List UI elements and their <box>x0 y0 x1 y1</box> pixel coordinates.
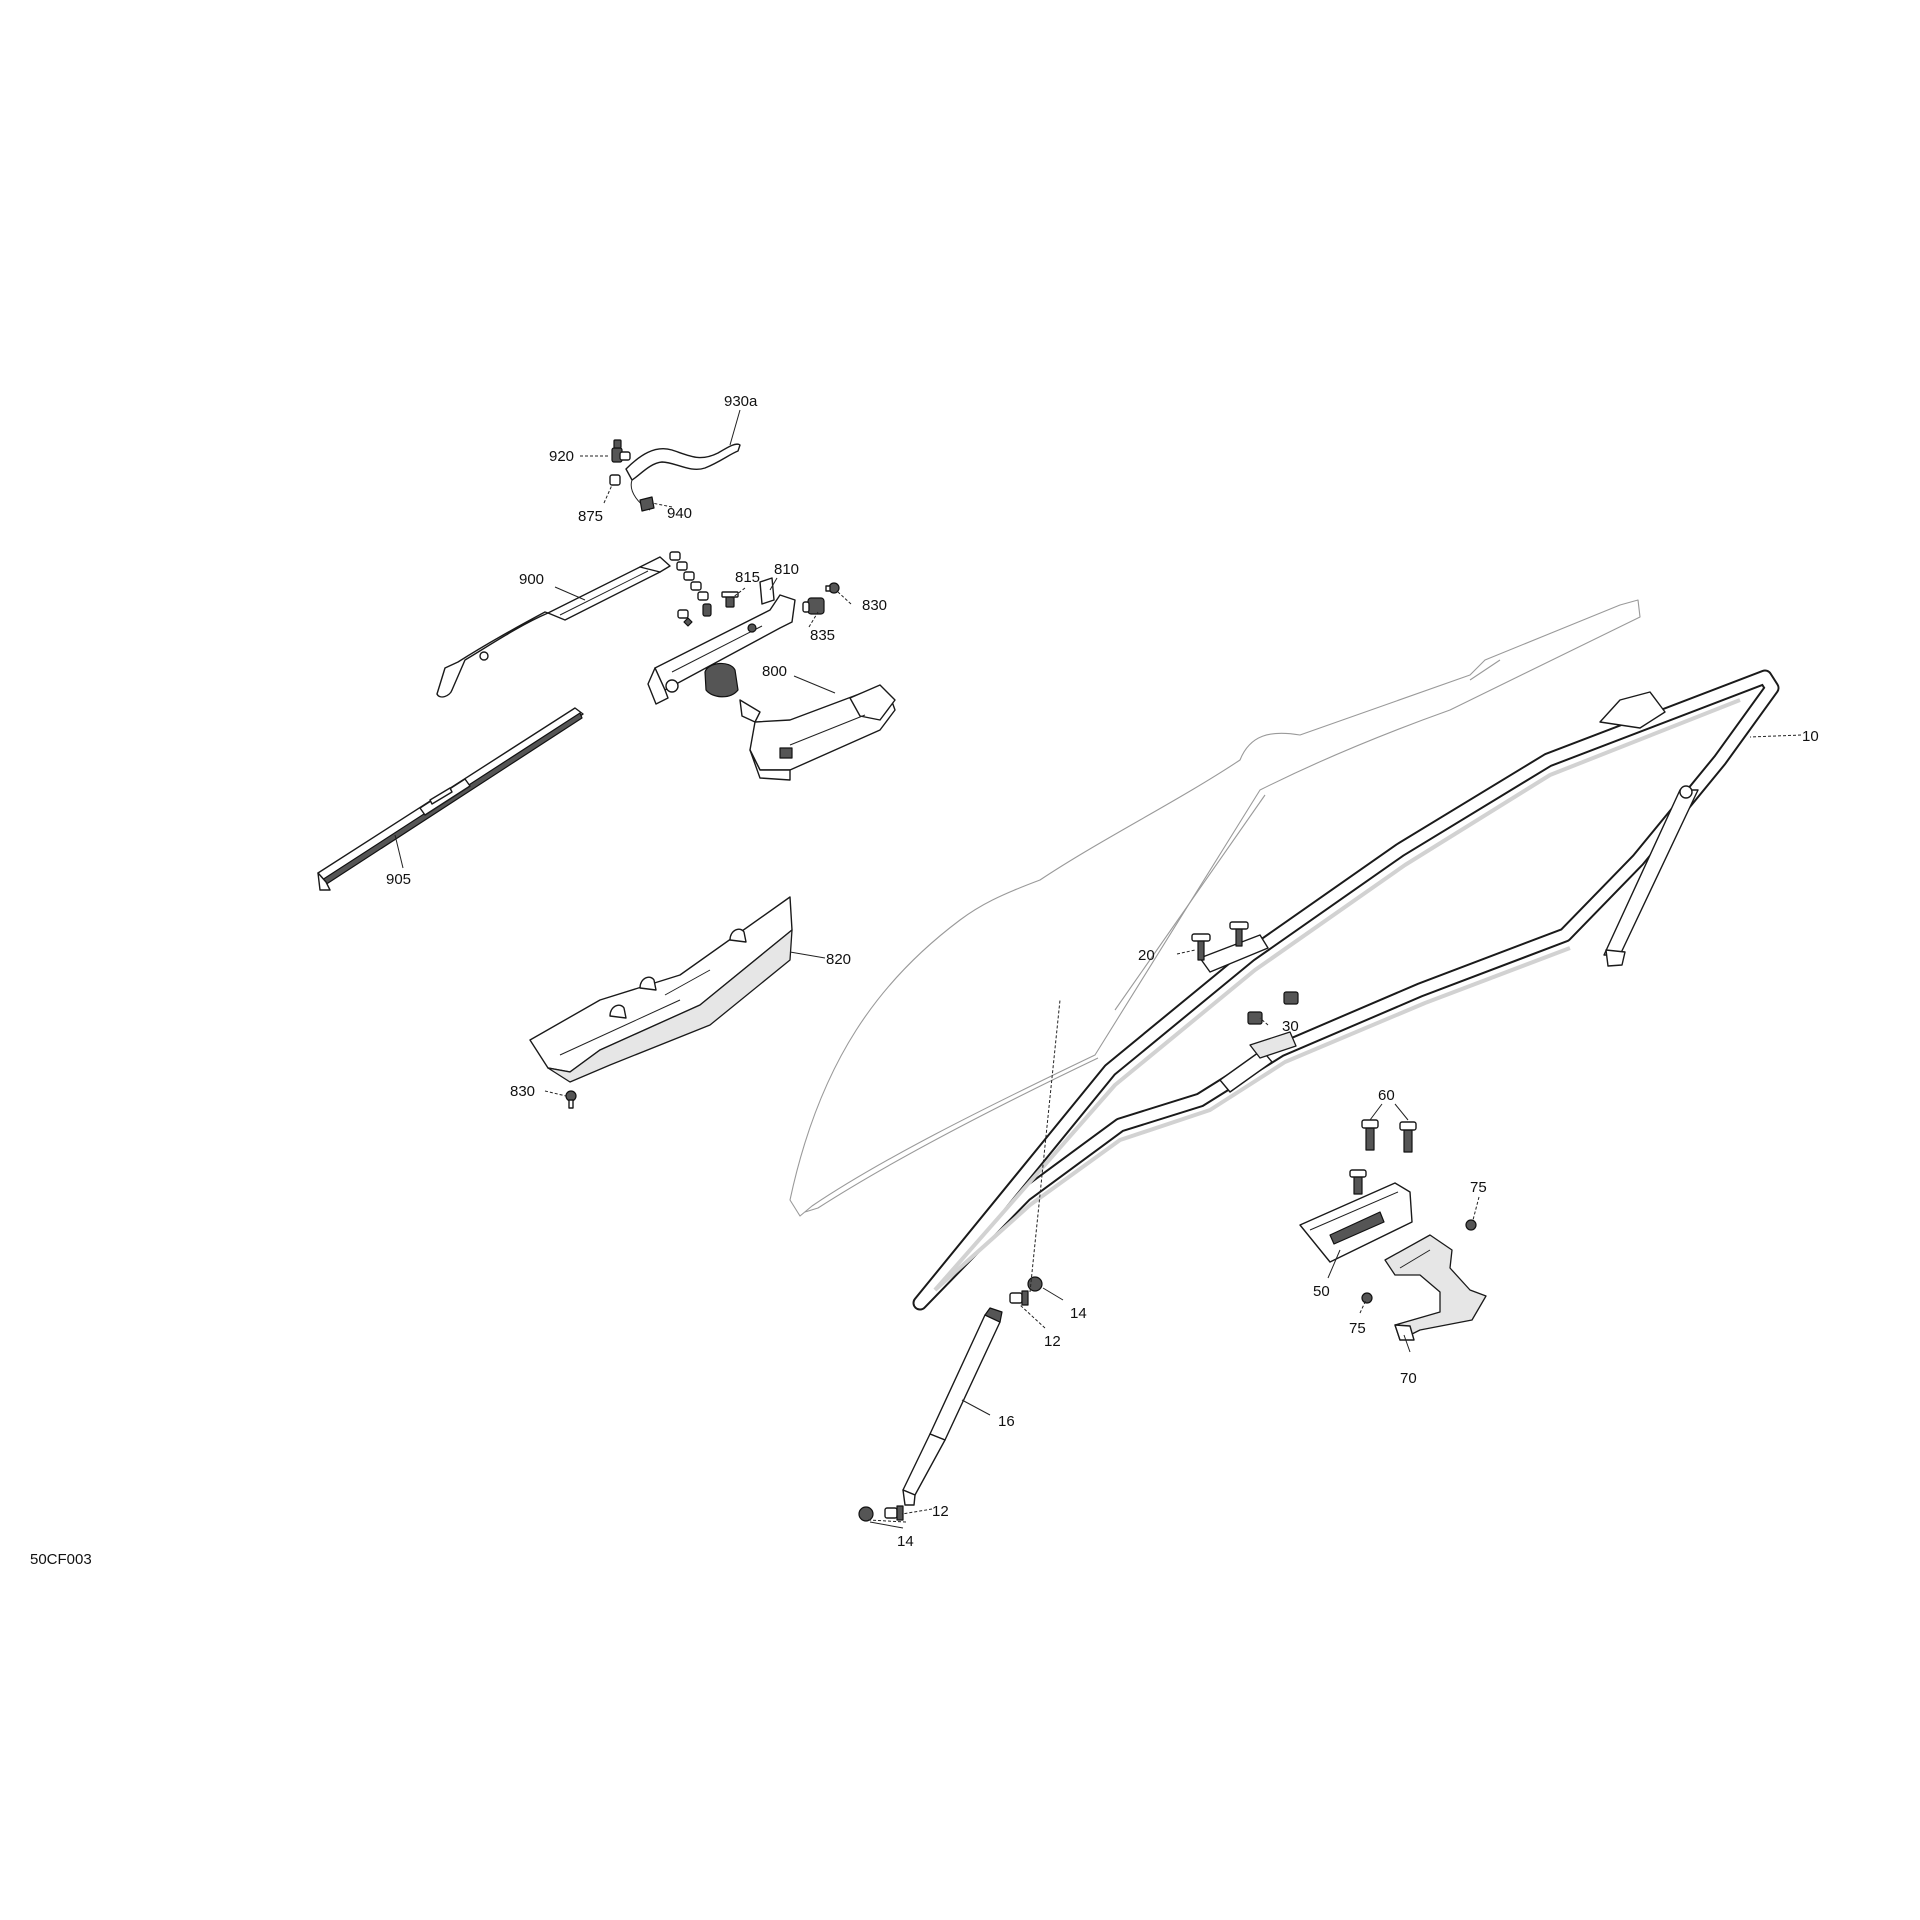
part-50-latch-bracket[interactable] <box>1299 1182 1413 1263</box>
part-stack-washers[interactable] <box>669 551 712 627</box>
windshield-glass-outline <box>789 599 1641 1217</box>
part-60-screws[interactable] <box>1349 1119 1417 1195</box>
part-20-bolts[interactable] <box>1191 921 1249 961</box>
callout-14-upper: 14 <box>1070 1305 1087 1322</box>
part-12-ball-studs[interactable] <box>884 1290 1029 1521</box>
part-30-nuts[interactable] <box>1247 991 1299 1025</box>
callout-800: 800 <box>762 663 787 680</box>
callout-50: 50 <box>1313 1283 1330 1300</box>
frame-strut-right[interactable] <box>1603 785 1699 967</box>
callout-810: 810 <box>774 561 799 578</box>
diagram-id: 50CF003 <box>30 1551 92 1568</box>
callout-10: 10 <box>1802 728 1819 745</box>
callout-70: 70 <box>1400 1370 1417 1387</box>
callout-930a: 930a <box>724 393 758 410</box>
callout-830-lower: 830 <box>510 1083 535 1100</box>
callout-75-lower: 75 <box>1349 1320 1366 1337</box>
callout-875: 875 <box>578 508 603 525</box>
callout-16: 16 <box>998 1413 1015 1430</box>
part-835-nut[interactable] <box>802 597 825 615</box>
callout-30: 30 <box>1282 1018 1299 1035</box>
part-800-wiper-motor[interactable] <box>704 662 896 781</box>
part-810-wiper-bracket[interactable] <box>647 577 796 705</box>
callout-labels: 930a 920 875 940 900 815 810 830 835 800… <box>30 393 1819 1568</box>
callout-12-lower: 12 <box>932 1503 949 1520</box>
callout-815: 815 <box>735 569 760 586</box>
leader-lines <box>394 409 1802 1529</box>
part-75-screws[interactable] <box>1361 1219 1477 1304</box>
callout-905: 905 <box>386 871 411 888</box>
callout-820: 820 <box>826 951 851 968</box>
part-16-gas-strut[interactable] <box>902 1307 1003 1506</box>
callout-830-upper: 830 <box>862 597 887 614</box>
callout-14-lower: 14 <box>897 1533 914 1550</box>
callout-920: 920 <box>549 448 574 465</box>
part-875-grommet[interactable] <box>609 474 621 486</box>
part-905-wiper-blade[interactable] <box>317 707 584 891</box>
callout-835: 835 <box>810 627 835 644</box>
callout-12-upper: 12 <box>1044 1333 1061 1350</box>
callout-20: 20 <box>1138 947 1155 964</box>
callout-940: 940 <box>667 505 692 522</box>
callout-900: 900 <box>519 571 544 588</box>
part-940-clip[interactable] <box>639 496 655 512</box>
part-820-wiper-cover[interactable] <box>529 896 793 1083</box>
callout-75-upper: 75 <box>1470 1179 1487 1196</box>
part-815-bolt[interactable] <box>721 591 739 608</box>
part-920-nozzle[interactable] <box>611 439 631 463</box>
callout-60: 60 <box>1378 1087 1395 1104</box>
part-830-screw-lower[interactable] <box>565 1090 577 1109</box>
part-70-handle[interactable] <box>1384 1234 1487 1341</box>
part-830-screw-upper[interactable] <box>825 582 840 594</box>
part-900-wiper-arm[interactable] <box>436 556 671 698</box>
